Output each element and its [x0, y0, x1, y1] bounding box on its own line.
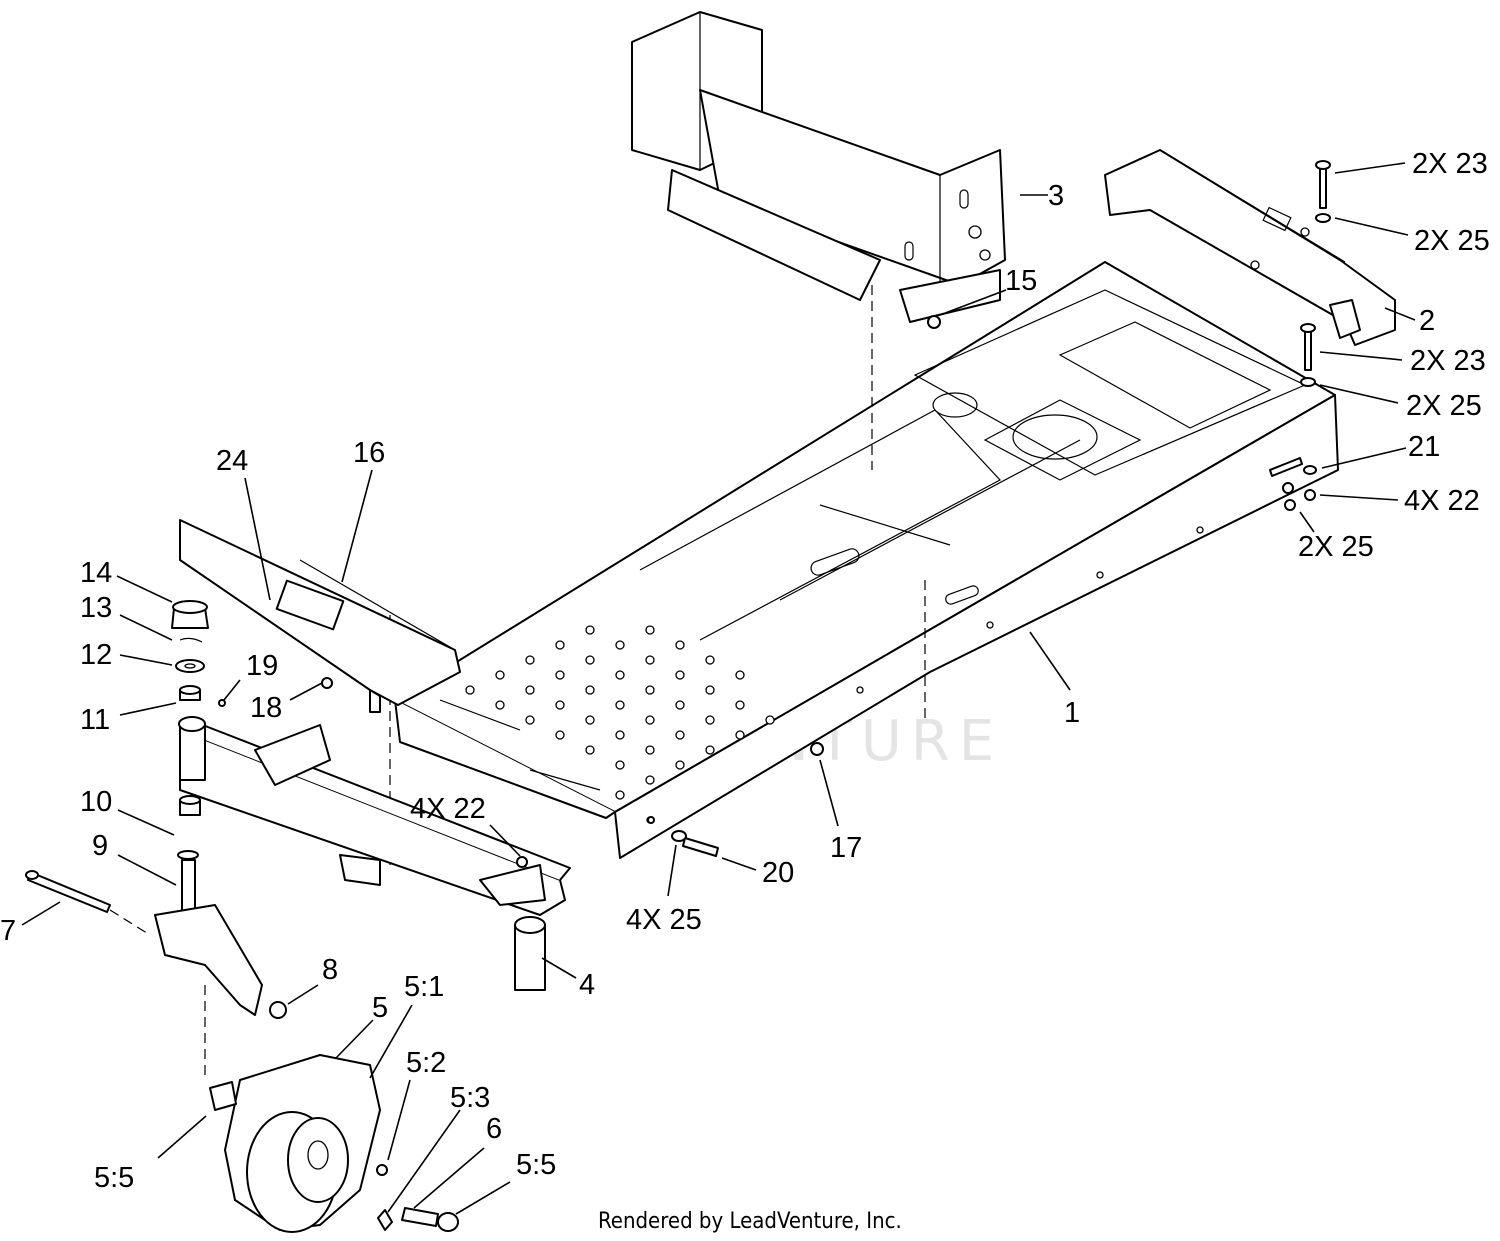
callout-2x23-top: 2X 23: [1412, 148, 1488, 180]
callout-21: 21: [1408, 431, 1440, 463]
rear-hardware: [1269, 457, 1317, 511]
callout-2x25-rear: 2X 25: [1298, 531, 1374, 563]
callout-1: 1: [1064, 697, 1080, 729]
front-plate: [179, 519, 461, 713]
callout-2x25-mid: 2X 25: [1406, 390, 1482, 422]
callout-2x25-top: 2X 25: [1414, 225, 1490, 257]
callout-4x22-front: 4X 22: [410, 793, 486, 825]
callout-3: 3: [1048, 180, 1064, 212]
callout-24: 24: [216, 445, 248, 477]
callout-5-5-right: 5:5: [516, 1149, 556, 1181]
callout-19: 19: [246, 650, 278, 682]
callout-4x22-rear: 4X 22: [1404, 485, 1480, 517]
callout-5: 5: [372, 992, 388, 1024]
callout-2: 2: [1419, 305, 1435, 337]
leader-lines: [21, 162, 1416, 1215]
callout-18: 18: [250, 692, 282, 724]
footer-credit: Rendered by LeadVenture, Inc.: [598, 1209, 902, 1234]
callout-13: 13: [80, 592, 112, 624]
callout-14: 14: [80, 557, 112, 589]
callout-17: 17: [830, 832, 862, 864]
front-axle: [178, 699, 571, 991]
callout-labels: 3 15 2X 23 2X 25 2 2X 23 2X 25 21 4X 22 …: [0, 148, 1490, 1194]
callout-6: 6: [486, 1113, 502, 1145]
callout-5-2: 5:2: [406, 1047, 446, 1079]
callout-10: 10: [80, 786, 112, 818]
caster-wheel: [209, 1054, 459, 1233]
seat-support: [631, 11, 1006, 329]
callout-5-3: 5:3: [450, 1082, 490, 1114]
callout-16: 16: [353, 437, 385, 469]
callout-5-1: 5:1: [404, 971, 444, 1003]
callout-4x25: 4X 25: [626, 904, 702, 936]
callout-12: 12: [80, 639, 112, 671]
caster-stack: [171, 600, 209, 921]
callout-5-5-left: 5:5: [94, 1162, 134, 1194]
callout-11: 11: [80, 704, 110, 736]
main-frame: [394, 261, 1339, 859]
rear-bumper: [1104, 149, 1396, 387]
callout-20: 20: [762, 857, 794, 889]
callout-7: 7: [0, 915, 16, 947]
callout-8: 8: [322, 954, 338, 986]
side-fasteners: [647, 742, 824, 857]
callout-9: 9: [92, 830, 108, 862]
caster-fork: [25, 870, 287, 1080]
callout-2x23-bottom: 2X 23: [1410, 345, 1486, 377]
callout-4: 4: [579, 969, 595, 1001]
floor-perforations: [465, 625, 775, 800]
callout-15: 15: [1005, 265, 1037, 297]
